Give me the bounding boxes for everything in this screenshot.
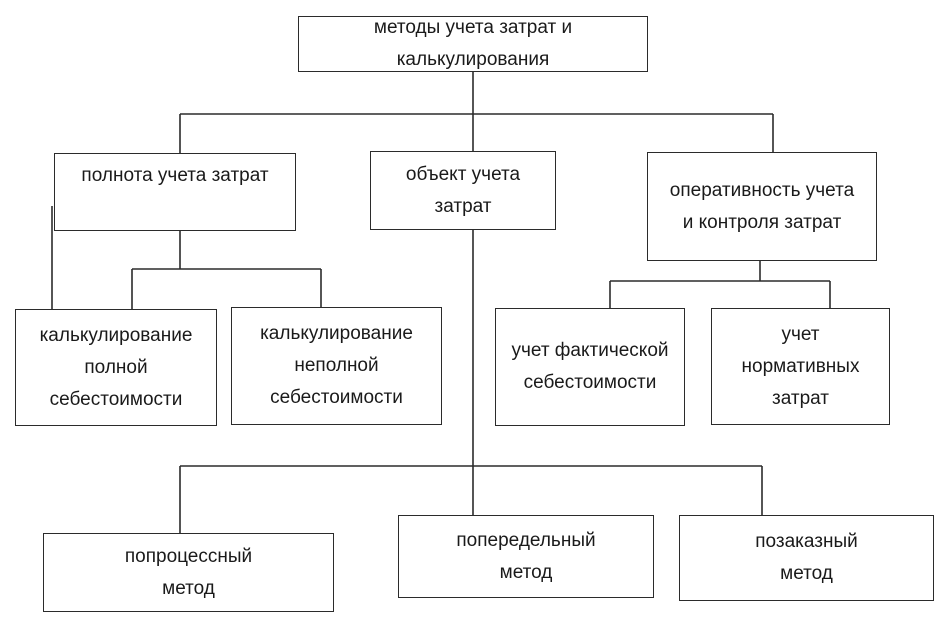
root-node-label: методы учета затрат и калькулирования [373, 17, 573, 70]
method-process: попроцессный метод [43, 533, 334, 612]
method-full-cost-label: калькулирование полной себестоимости [39, 324, 193, 410]
method-order-label: позаказный метод [755, 531, 858, 584]
method-full-cost: калькулирование полной себестоимости [15, 309, 217, 426]
category-operativeness: оперативность учета и контроля затрат [647, 152, 877, 261]
method-partial-cost: калькулирование неполной себестоимости [231, 307, 442, 425]
method-actual-cost: учет фактической себестоимости [495, 308, 685, 426]
method-process-label: попроцессный метод [124, 545, 253, 599]
category-object: объект учета затрат [370, 151, 556, 230]
category-completeness-label: полнота учета затрат [81, 165, 269, 186]
method-partial-cost-label: калькулирование неполной себестоимости [260, 323, 413, 408]
category-completeness: полнота учета затрат [54, 153, 296, 231]
method-actual-cost-label: учет фактической себестоимости [511, 340, 669, 393]
method-redistribution: попередельный метод [398, 515, 654, 598]
root-node: методы учета затрат и калькулирования [298, 16, 648, 72]
category-object-label: объект учета затрат [405, 163, 521, 217]
category-operativeness-label: оперативность учета и контроля затрат [669, 179, 855, 233]
method-redistribution-label: попередельный метод [456, 529, 596, 583]
method-normative-cost-label: учет нормативных затрат [741, 323, 860, 409]
method-order: позаказный метод [679, 515, 934, 601]
method-normative-cost: учет нормативных затрат [711, 308, 890, 425]
